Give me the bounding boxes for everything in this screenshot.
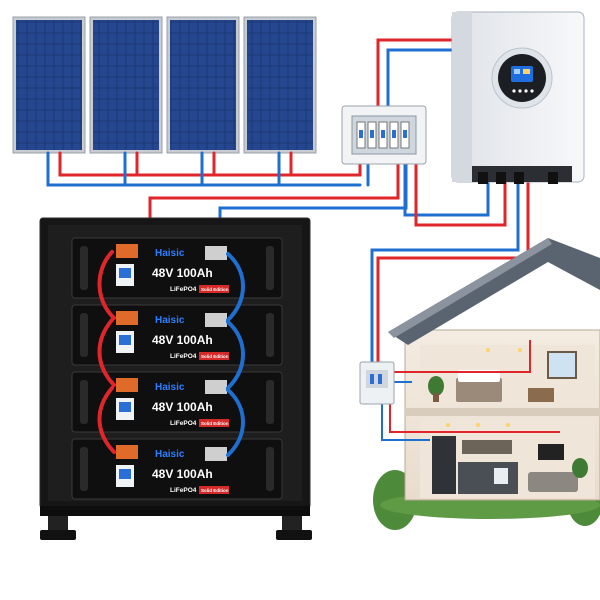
solar-panel-array [12, 16, 317, 154]
dc-wiring [46, 38, 530, 364]
battery-brand: Haisic [155, 382, 185, 393]
battery-brand: Haisic [155, 449, 185, 460]
battery-brand: Haisic [155, 248, 185, 259]
battery-edition: Solid Edition [201, 287, 229, 292]
battery-capacity: 48V 100Ah [152, 333, 213, 347]
battery-edition: Solid Edition [201, 488, 229, 493]
battery-edition: Solid Edition [201, 354, 229, 359]
solar-panel-icon [166, 16, 240, 154]
battery-chemistry: LiFePO4 [170, 420, 197, 427]
solar-panel-icon [243, 16, 317, 154]
battery-chemistry: LiFePO4 [170, 487, 197, 494]
inverter-icon [451, 11, 585, 184]
battery-interconnects [97, 250, 245, 457]
battery-capacity: 48V 100Ah [152, 400, 213, 414]
battery-edition: Solid Edition [201, 421, 229, 426]
battery-chemistry: LiFePO4 [170, 286, 197, 293]
battery-chemistry: LiFePO4 [170, 353, 197, 360]
battery-capacity: 48V 100Ah [152, 266, 213, 280]
house-icon [359, 238, 600, 530]
breaker-box-icon [341, 105, 427, 165]
solar-panel-icon [89, 16, 163, 154]
battery-brand: Haisic [155, 315, 185, 326]
battery-capacity: 48V 100Ah [152, 467, 213, 481]
battery-module-icon: Haisic 48V 100Ah LiFePO4 Solid Edition [71, 438, 283, 500]
solar-panel-icon [12, 16, 86, 154]
